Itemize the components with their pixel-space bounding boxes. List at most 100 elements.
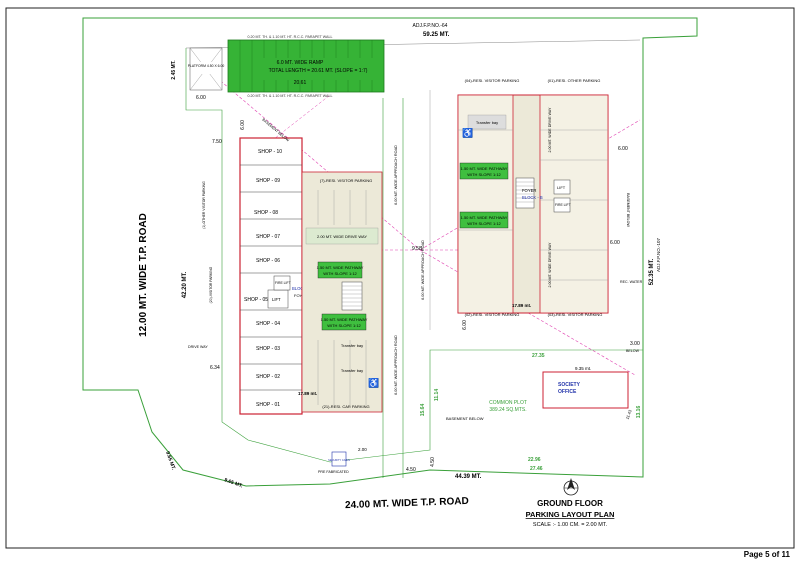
ramp-wall-top: 0.20 MT. TH. & 1.10 MT. HT. R.C.C. PARAP… — [248, 35, 333, 39]
lift-label-a: LIFT — [272, 297, 281, 302]
dim-600-d: 6.00 — [240, 120, 246, 130]
security-cabin — [331, 451, 347, 467]
block-b-driveway-1: 2.00 MT. WIDE DRIVE WAY — [548, 107, 552, 153]
shop-label: SHOP - 04 — [256, 321, 280, 327]
block-b-pathway-2 — [459, 211, 509, 229]
ramp-line2: TOTAL LENGTH = 20.61 MT. (SLOPE = 1:7) — [269, 68, 368, 74]
block-a-stair — [341, 281, 363, 311]
north-arrow-icon — [563, 478, 579, 496]
shop-label: SHOP - 07 — [256, 234, 280, 240]
block-a-pathway-1 — [317, 261, 363, 279]
block-a-pathway-2-slope: WITH SLOPE 1:12 — [327, 323, 361, 328]
plot-boundary — [82, 17, 698, 487]
ramp-label-box — [258, 58, 378, 80]
block-b-other-top: (01)-RESI. OTHER PARKING — [548, 78, 601, 83]
drive-way-label: DRIVE WAY — [188, 345, 208, 349]
block-a-driveway-label: 2.00 MT. WIDE DRIVE WAY — [317, 234, 367, 239]
fire-lift-box-a — [273, 275, 291, 291]
dim-2296: 22.96 — [528, 457, 541, 463]
bottom-road-label: 24.00 MT. WIDE T.P. ROAD — [345, 496, 469, 511]
shop-label: SHOP - 10 — [258, 149, 282, 155]
block-b-pathway-1-slope: WITH SLOPE 1:12 — [467, 172, 501, 177]
block-b-stair-treads — [516, 181, 534, 203]
shop-labels: SHOP - 10 SHOP - 09 SHOP - 08 SHOP - 07 … — [244, 149, 282, 408]
ramp-wall-bottom: 0.20 MT. TH. & 1.10 MT. HT. R.C.C. PARAP… — [248, 94, 333, 98]
block-b-other-bottom: (03)-RESI. VISITOR PARKING — [548, 312, 603, 317]
block-a-foyer: FOYER — [294, 293, 308, 298]
dim-top-left: 2.45 MT. — [171, 60, 177, 80]
below-label: BELOW — [626, 349, 640, 353]
dim-1564: 15.64 — [420, 404, 426, 417]
pink-diagonal-2 — [419, 249, 636, 376]
block-a-driveway — [305, 227, 379, 245]
block-a-pathway-1-slope: WITH SLOPE 1:12 — [323, 271, 357, 276]
society-office-line1: SOCIETY — [558, 382, 581, 388]
block-b-visitor-top: (04)-RESI. VISITOR PARKING — [465, 78, 520, 83]
block-b-transfer-bay-label: Transfer bay — [476, 120, 498, 125]
block-a-pathway-1-label: 1.50 MT. WIDE PATHWAY — [317, 265, 364, 270]
shop-label: SHOP - 05 — [244, 297, 268, 303]
shop-label: SHOP - 09 — [256, 178, 280, 184]
dim-2746: 27.46 — [530, 466, 543, 472]
other-parking-left: (1)-OTHER VISITOR PARKING — [202, 181, 206, 229]
block-a-stalls — [317, 190, 367, 405]
block-b-pathway-1 — [459, 162, 509, 180]
block-b-foyer: FOYER — [522, 188, 536, 193]
ramp-length: 20.61 — [294, 80, 307, 86]
shop-label: SHOP - 08 — [254, 210, 278, 216]
dim-600-b: 6.00 — [618, 146, 628, 152]
block-b-lift-label: LIFT — [557, 185, 566, 190]
dim-300: 3.00 — [630, 341, 640, 347]
fire-lift-label-a: FIRE LIFT — [275, 281, 291, 285]
dim-1316: 13.16 — [636, 406, 642, 419]
block-a-visitor-parking: (7)-RESI. VISITOR PARKING — [320, 178, 373, 183]
prefab-label: PRE FABRICATED — [318, 470, 349, 474]
dim-left-depth: 42.20 MT. — [182, 272, 188, 299]
setback-line — [185, 48, 643, 463]
platform-label-bg — [192, 62, 220, 74]
dim-bottom-width: 44.39 MT. — [455, 474, 482, 480]
shop-label: SHOP - 01 — [256, 402, 280, 408]
common-plot-area: 389.24 SQ.MTS. — [489, 407, 526, 413]
block-b-label: BLOCK - B — [522, 195, 543, 200]
block-a-pathway-2-label: 1.50 MT. WIDE PATHWAY — [321, 317, 368, 322]
dim-600-e: 6.00 — [462, 320, 468, 330]
block-b-transfer-bay — [467, 114, 507, 130]
adjacent-right: ADJ.F.P.NO.-107 — [656, 238, 661, 272]
transfer-bay-a1: Transfer bay — [341, 343, 363, 348]
block-a-car-parking: (21)-RESI. CAR PARKING — [322, 404, 369, 409]
visitor-parking-left: (20)-VISITOR PARKING — [209, 266, 213, 303]
shop-label: SHOP - 06 — [256, 258, 280, 264]
shop-label: SHOP - 03 — [256, 346, 280, 352]
ramp-line1: 6.0 MT. WIDE RAMP — [277, 60, 324, 66]
dim-1143: 11.43 — [625, 408, 633, 420]
shop-dividers — [240, 164, 302, 391]
block-b-pathway-1-label: 1.50 MT. WIDE PATHWAY — [461, 166, 508, 171]
common-plot: COMMON PLOT — [489, 400, 527, 406]
block-b-fire-lift — [553, 197, 571, 213]
block-b-pathway-2-slope: WITH SLOPE 1:12 — [467, 221, 501, 226]
block-a-stair-treads — [342, 285, 362, 307]
security-cabin-label: SECURITY CABIN — [328, 458, 350, 462]
dim-2735: 27.35 — [532, 353, 545, 359]
dim-1789-b: 17.89 mt. — [512, 303, 531, 308]
block-b-pathway-2-label: 1.50 MT. WIDE PATHWAY — [461, 215, 508, 220]
accessible-icon-a: ♿ — [368, 377, 379, 388]
accessible-icon-b: ♿ — [462, 127, 473, 138]
dim-634: 6.34 — [210, 365, 220, 371]
subtitle: PARKING LAYOUT PLAN — [526, 510, 615, 519]
dim-corner-b: 9.65 MT. — [223, 477, 244, 489]
dim-200: 2.00 — [358, 447, 367, 452]
rec-water-label: REC. WATER — [620, 280, 643, 284]
approach-road-a: 6.00 MT. WIDE APPROACH ROAD — [394, 145, 398, 205]
dim-1114: 11.14 — [434, 389, 440, 401]
title: GROUND FLOOR — [537, 499, 603, 508]
approach-road-b: 6.00 MT. WIDE APPROACH ROAD — [394, 335, 398, 395]
page-number: Page 5 of 11 — [743, 550, 790, 559]
transfer-bay-a2: Transfer bay — [341, 368, 363, 373]
society-office-line2: OFFICE — [558, 389, 577, 395]
dim-1789-a: 17.89 mt. — [298, 391, 317, 396]
dim-600-c: 6.00 — [610, 240, 620, 246]
dim-right-depth: 52.35 MT. — [649, 259, 655, 286]
